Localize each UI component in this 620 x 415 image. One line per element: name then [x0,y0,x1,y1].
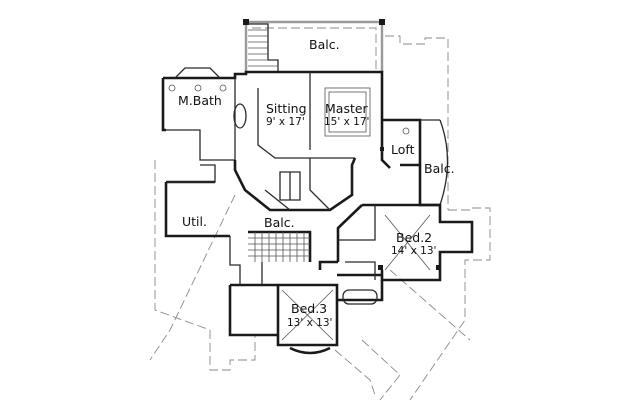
room-label-sitting: Sitting [266,101,307,116]
room-label-master: Master [325,101,368,116]
balcony-top-structure [243,19,385,72]
room-label-utility: Util. [182,214,207,229]
room-label-balcony-top: Balc. [309,37,340,52]
room-dimensions-bedroom-3: 13' x 13' [287,317,333,329]
room-label-balcony-center: Balc. [264,215,295,230]
room-dimensions-bedroom-2: 14' x 13' [391,245,437,257]
room-label-loft: Loft [391,142,415,157]
room-label-master-bath: M.Bath [178,93,222,108]
room-label-bedroom-3: Bed.3 [291,301,328,316]
room-label-balcony-right: Balc. [424,161,455,176]
room-label-bedroom-2: Bed.2 [396,230,433,245]
room-dimensions-sitting: 9' x 17' [266,116,305,128]
room-dimensions-master: 15' x 17' [324,116,370,128]
roof-outline-dashed [149,35,491,401]
interior-walls [166,67,441,355]
